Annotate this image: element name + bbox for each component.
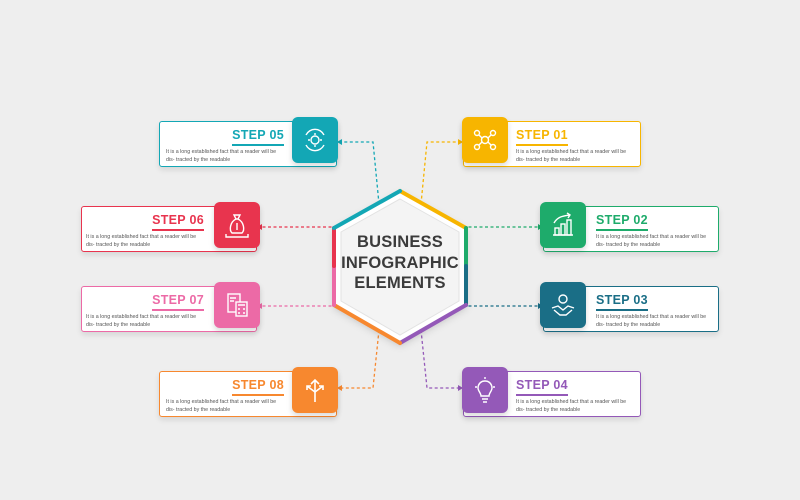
- center-title-line-2: INFOGRAPHIC: [341, 253, 459, 272]
- step-02-description: It is a long established fact that a rea…: [596, 234, 707, 248]
- step-05-title: STEP 05: [232, 128, 284, 142]
- step-05-description: It is a long established fact that a rea…: [166, 149, 277, 163]
- money-bag-icon: [225, 214, 249, 238]
- handshake-icon: [551, 294, 575, 316]
- step-02-icon-box: [540, 202, 586, 248]
- step-05-underline: [232, 144, 284, 146]
- step-06-underline: [152, 229, 204, 231]
- step-05-icon-box: [292, 117, 338, 163]
- step-08-title: STEP 08: [232, 378, 284, 392]
- direction-arrows-icon: [306, 378, 324, 402]
- step-04-underline: [516, 394, 568, 396]
- step-02-title: STEP 02: [596, 213, 648, 227]
- gears-network-icon: [473, 129, 497, 151]
- step-04-description: It is a long established fact that a rea…: [516, 399, 627, 413]
- center-title: BUSINESS INFOGRAPHIC ELEMENTS: [330, 232, 470, 294]
- step-02-underline: [596, 229, 648, 231]
- step-07-description: It is a long established fact that a rea…: [86, 314, 197, 328]
- step-01-icon-box: [462, 117, 508, 163]
- center-title-line-1: BUSINESS: [357, 233, 443, 251]
- step-03-description: It is a long established fact that a rea…: [596, 314, 707, 328]
- step-01-description: It is a long established fact that a rea…: [516, 149, 627, 163]
- step-03-icon-box: [540, 282, 586, 328]
- calculator-document-icon: [227, 293, 248, 317]
- cycle-gear-icon: [305, 128, 325, 152]
- step-06-title: STEP 06: [152, 213, 204, 227]
- step-08-underline: [232, 394, 284, 396]
- step-04-title: STEP 04: [516, 378, 568, 392]
- connector-arrowheads: [257, 139, 543, 391]
- step-08-icon-box: [292, 367, 338, 413]
- lightbulb-icon: [475, 377, 495, 403]
- step-01-underline: [516, 144, 568, 146]
- connector-step-05: [342, 141, 380, 205]
- step-06-description: It is a long established fact that a rea…: [86, 234, 197, 248]
- step-03-title: STEP 03: [596, 293, 648, 307]
- step-07-icon-box: [214, 282, 260, 328]
- step-01-title: STEP 01: [516, 128, 568, 142]
- step-08-description: It is a long established fact that a rea…: [166, 399, 277, 413]
- growth-chart-icon: [553, 212, 573, 236]
- center-title-line-3: ELEMENTS: [354, 274, 446, 292]
- step-07-title: STEP 07: [152, 293, 204, 307]
- connector-step-04: [420, 329, 458, 389]
- connector-step-08: [342, 329, 380, 389]
- connector-step-01: [420, 141, 458, 205]
- step-07-underline: [152, 309, 204, 311]
- hexagon-colored-border: [332, 189, 468, 345]
- step-04-icon-box: [462, 367, 508, 413]
- step-03-underline: [596, 309, 648, 311]
- step-06-icon-box: [214, 202, 260, 248]
